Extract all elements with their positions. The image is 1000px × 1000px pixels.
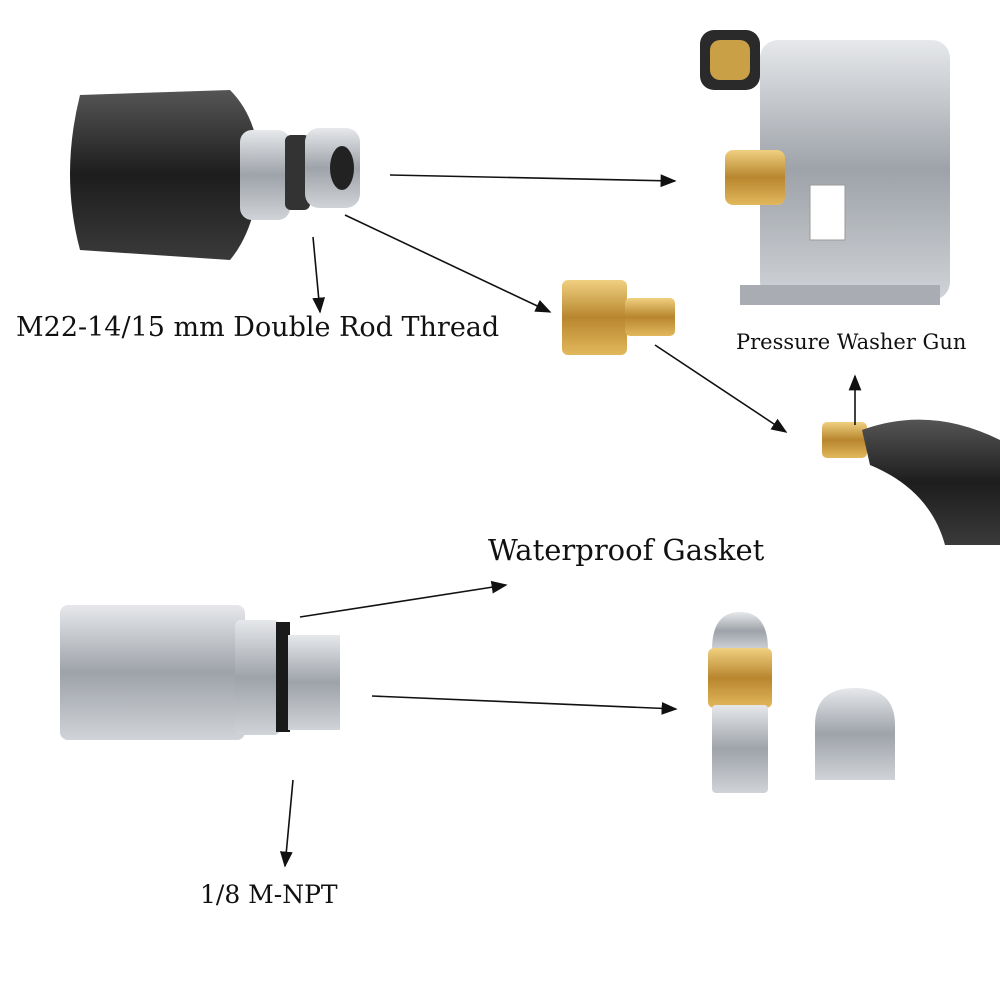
gun-label: Pressure Washer Gun (736, 330, 967, 354)
arrows (279, 174, 862, 868)
washer-gun-image (822, 419, 1000, 545)
arrow (389, 174, 677, 188)
arrow (371, 695, 678, 715)
sewer-nozzle-image (708, 612, 895, 793)
hose-end-image (60, 605, 340, 740)
pressure-washer-pump-image (700, 30, 950, 305)
arrow (344, 214, 552, 313)
brass-adapter-image (562, 280, 675, 355)
gasket-label: Waterproof Gasket (488, 533, 765, 567)
arrow (654, 344, 788, 433)
arrow (312, 236, 326, 314)
npt-label: 1/8 M-NPT (200, 880, 338, 909)
arrow (279, 779, 294, 868)
arrow (299, 580, 508, 618)
black-coupler-image (70, 90, 360, 260)
thread-label: M22-14/15 mm Double Rod Thread (16, 312, 500, 343)
